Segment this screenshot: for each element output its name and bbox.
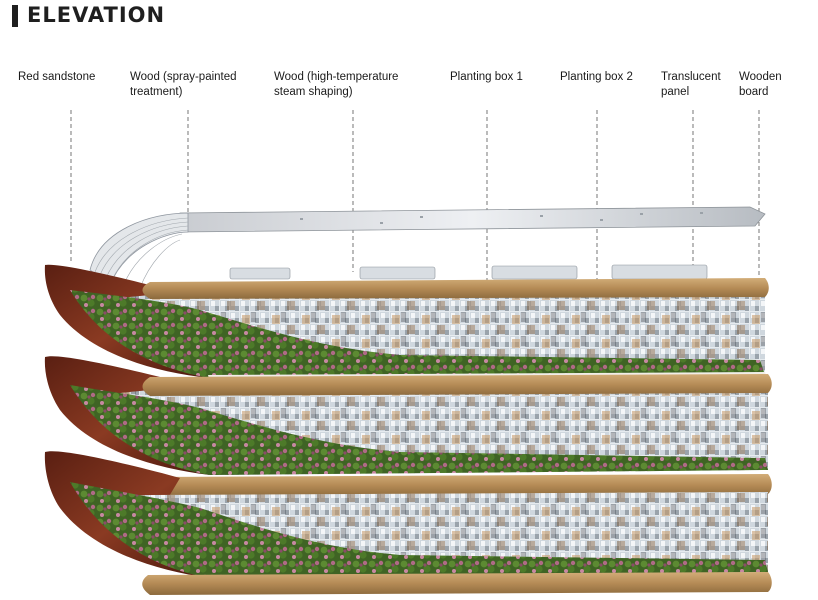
- tier-3: [44, 451, 772, 595]
- wooden-board-tier-3-base: [142, 572, 772, 595]
- label-wood-steam-shaping: Wood (high-temperature steam shaping): [274, 71, 399, 98]
- roof-canopy: [89, 206, 766, 289]
- label-translucent-panel: Translucent panel: [661, 71, 721, 98]
- label-wooden-board: Wooden board: [739, 71, 782, 98]
- title-accent-bar: [12, 5, 18, 27]
- label-planting-box-1: Planting box 1: [450, 71, 523, 83]
- leader-lines: [70, 110, 760, 290]
- wooden-board-tier-1: [142, 278, 769, 299]
- label-planting-box-2: Planting box 2: [560, 71, 633, 83]
- wooden-board-tier-2-base: [142, 474, 772, 497]
- wooden-board-tier-2: [142, 374, 772, 396]
- label-red-sandstone: Red sandstone: [18, 71, 96, 83]
- tier-1: [44, 264, 769, 383]
- rooftop-units: [229, 264, 708, 280]
- page-title: ELEVATION: [27, 3, 166, 27]
- label-wood-spray-painted: Wood (spray-painted treatment): [130, 71, 237, 98]
- tier-2: [44, 356, 772, 497]
